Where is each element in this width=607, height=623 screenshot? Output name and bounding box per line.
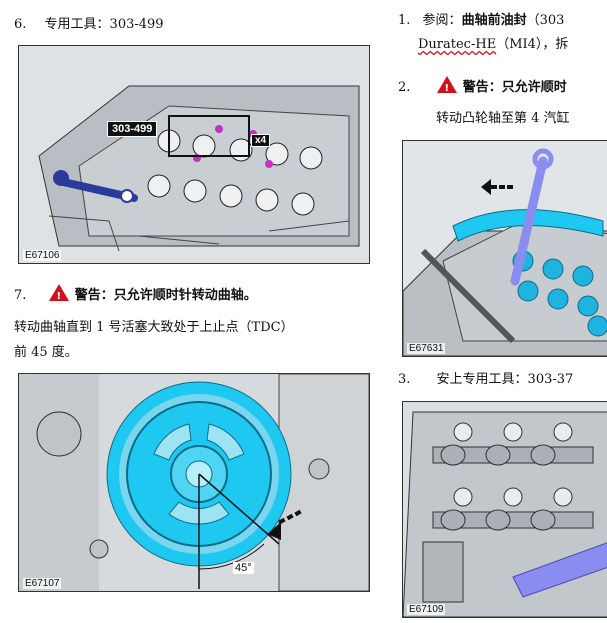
step-6: 6. 专用工具：303-499 <box>14 16 164 34</box>
camshaft-wrench-illustration <box>403 141 607 356</box>
engine-top-illustration <box>19 46 369 263</box>
step-2-body: 转动凸轮轴至第 4 汽缸 <box>436 111 570 126</box>
step-7: 7. 警告：只允许顺时针转动曲轴。 <box>14 284 257 306</box>
step-1-rest: （303 <box>526 13 565 28</box>
step-7-body-line1: 转动曲轴直到 1 号活塞大致处于上止点（TDC） <box>14 320 294 335</box>
figure-special-tool-install: E67109 <box>402 401 607 618</box>
step-2-number: 2. <box>398 80 411 95</box>
step-1-prefix: 参阅： <box>422 13 462 28</box>
step-2-warning: 警告：只允许顺时 <box>462 80 567 95</box>
crank-pulley-illustration <box>19 374 369 591</box>
figure-camshaft-tool: 303-499 x4 E67106 <box>18 45 370 264</box>
figure-code: E67631 <box>407 343 446 354</box>
step-1-line2-rest: （MI4），拆 <box>496 37 569 52</box>
step-1-number: 1. <box>398 13 411 28</box>
callout-tool-303-499: 303-499 <box>107 121 158 137</box>
step-1-term: Duratec-HE <box>418 37 497 52</box>
figure-code: E67109 <box>407 604 446 615</box>
step-1-bold: 曲轴前油封 <box>461 13 527 28</box>
warning-icon <box>48 284 69 306</box>
step-6-text: 专用工具：303-499 <box>44 17 164 32</box>
step-2: 2. 警告：只允许顺时 <box>398 76 567 98</box>
step-3-text: 安上专用工具：303-37 <box>436 372 574 387</box>
warning-icon <box>436 76 457 98</box>
figure-camshaft-wrench: E67631 <box>402 140 607 357</box>
figure-crankshaft-rotation: 45° E67107 <box>18 373 370 592</box>
step-7-number: 7. <box>14 288 27 303</box>
step-3: 3. 安上专用工具：303-37 <box>398 371 573 389</box>
figure-code: E67106 <box>23 250 62 261</box>
tool-install-illustration <box>403 402 607 617</box>
step-6-number: 6. <box>14 17 27 32</box>
step-3-number: 3. <box>398 372 411 387</box>
callout-count-x4: x4 <box>251 134 271 147</box>
step-7-body-line2: 前 45 度。 <box>14 345 78 360</box>
step-1-line1: 1. 参阅：曲轴前油封（303 <box>398 12 564 30</box>
angle-label: 45° <box>233 562 254 574</box>
step-7-warning: 警告：只允许顺时针转动曲轴。 <box>74 288 257 303</box>
figure-code: E67107 <box>23 578 62 589</box>
step-1-line2: Duratec-HE（MI4），拆 <box>418 36 568 54</box>
